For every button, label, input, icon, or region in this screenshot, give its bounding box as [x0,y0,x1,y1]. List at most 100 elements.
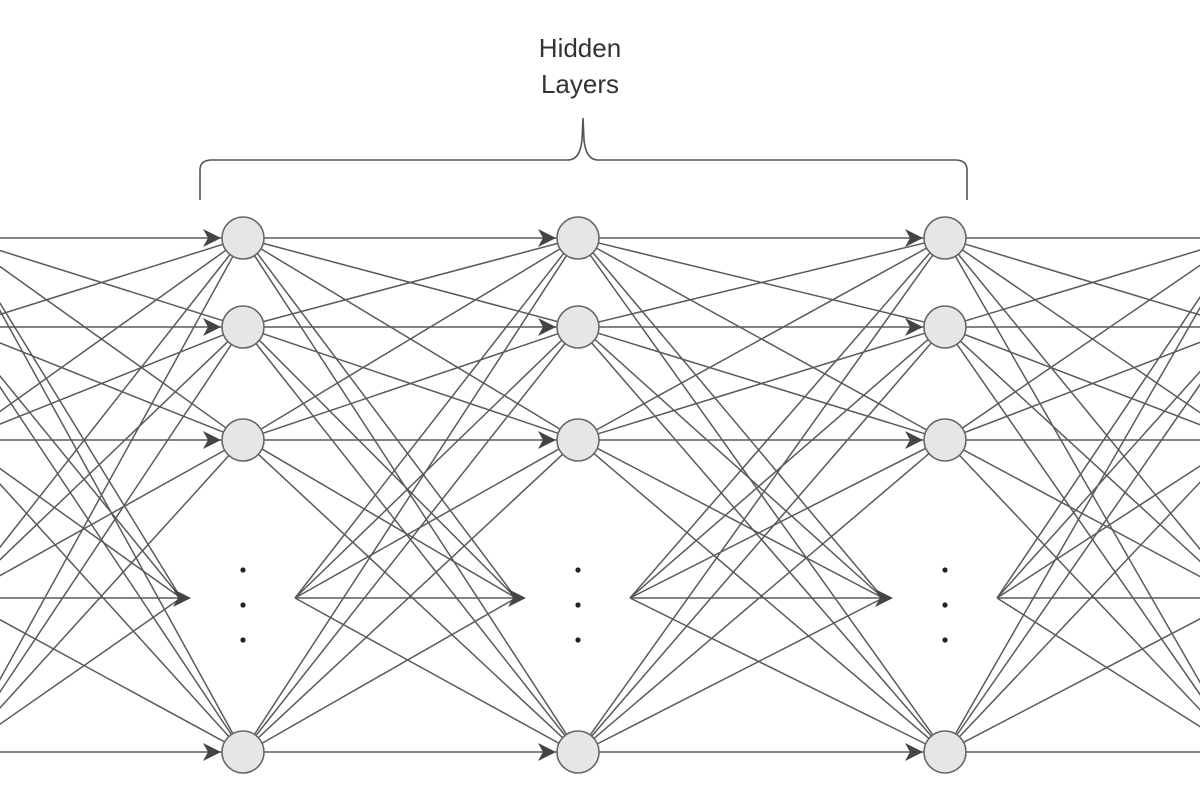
connection-line [261,597,517,744]
connection-line [996,597,1200,728]
connection-line [0,449,226,577]
connection-line [0,385,232,735]
connection-line [0,301,182,599]
connection-line [294,597,560,744]
connection-line [956,343,1200,696]
connection-line [0,265,227,429]
connection-line [294,448,560,599]
arrowhead [203,431,221,449]
connection-line [0,309,234,734]
arrowhead [508,589,526,607]
ellipsis-dot [942,637,948,643]
arrowhead [538,743,556,761]
neuron-node [923,216,967,260]
connection-line [0,597,182,726]
connection-line [954,255,1200,684]
connection-line [961,264,1200,429]
neuron-node [221,305,265,349]
arrowhead [203,743,221,761]
connection-line [964,243,1200,316]
neuron-node [923,730,967,774]
ellipsis-dots [240,567,948,643]
connection-line [956,383,1200,736]
ellipsis-dot [942,602,948,608]
arrowhead [203,318,221,336]
ellipsis-dot [942,567,948,573]
ellipsis-dot [240,637,246,643]
connection-line [0,254,231,549]
title-line-hidden: Hidden [539,33,621,63]
connection-line [0,374,182,599]
connection-line [597,332,926,435]
connection-line [262,333,559,434]
ellipsis-dot [575,567,581,573]
connection-line [0,249,227,413]
connection-line [954,306,1200,735]
neuron-nodes [221,216,967,774]
connection-line [598,242,925,323]
arrowhead [905,318,923,336]
connection-line [0,340,229,561]
arrowhead [905,431,923,449]
connection-line [257,453,564,739]
connection-line [961,249,1200,414]
connection-line [964,341,1200,434]
connection-line [629,597,926,745]
connection-line [294,252,565,599]
connection-line [0,256,234,681]
arrowhead [538,431,556,449]
arrowhead [538,318,556,336]
ellipsis-dot [575,637,581,643]
connection-line [959,340,1200,563]
connection-line [263,242,558,323]
connection-line [0,249,224,322]
neuron-node [221,216,265,260]
connection-line [0,344,232,694]
connection-line [260,248,561,430]
connection-line [596,247,927,431]
connection-line [592,252,884,599]
neuron-node [923,305,967,349]
connection-line [958,454,1200,711]
title-line-layers: Layers [541,69,619,99]
connection-line [253,255,568,735]
connection-line [629,338,929,599]
connection-line [964,249,1200,322]
connection-lines [0,237,1200,753]
arrowhead [875,589,893,607]
connection-line [958,481,1200,738]
neuron-node [556,418,600,462]
neuron-node [221,418,265,462]
connection-line [0,243,224,316]
arrowhead [173,589,191,607]
connection-line [256,252,517,599]
connection-line [597,597,884,745]
hidden-layers-bracket [199,117,968,200]
connection-line [589,254,934,736]
connection-line [591,342,932,737]
connection-line [996,295,1200,599]
connection-line [996,370,1200,599]
ellipsis-dot [575,602,581,608]
neuron-node [556,730,600,774]
connection-line [255,343,566,736]
connection-line [594,338,884,599]
neuron-node [556,216,600,260]
neuron-node [556,305,600,349]
connection-line [596,447,884,599]
connection-line [629,447,927,599]
connection-line [258,339,517,599]
connection-line [996,465,1200,599]
connection-line [593,453,930,739]
connection-line [294,339,563,599]
connection-line [0,342,224,433]
connection-line [963,618,1200,743]
arrowheads [173,229,923,761]
connection-line [963,449,1200,578]
arrowhead [538,229,556,247]
ellipsis-dot [240,602,246,608]
connection-line [0,482,230,737]
arrowhead [905,743,923,761]
ellipsis-dot [240,567,246,573]
